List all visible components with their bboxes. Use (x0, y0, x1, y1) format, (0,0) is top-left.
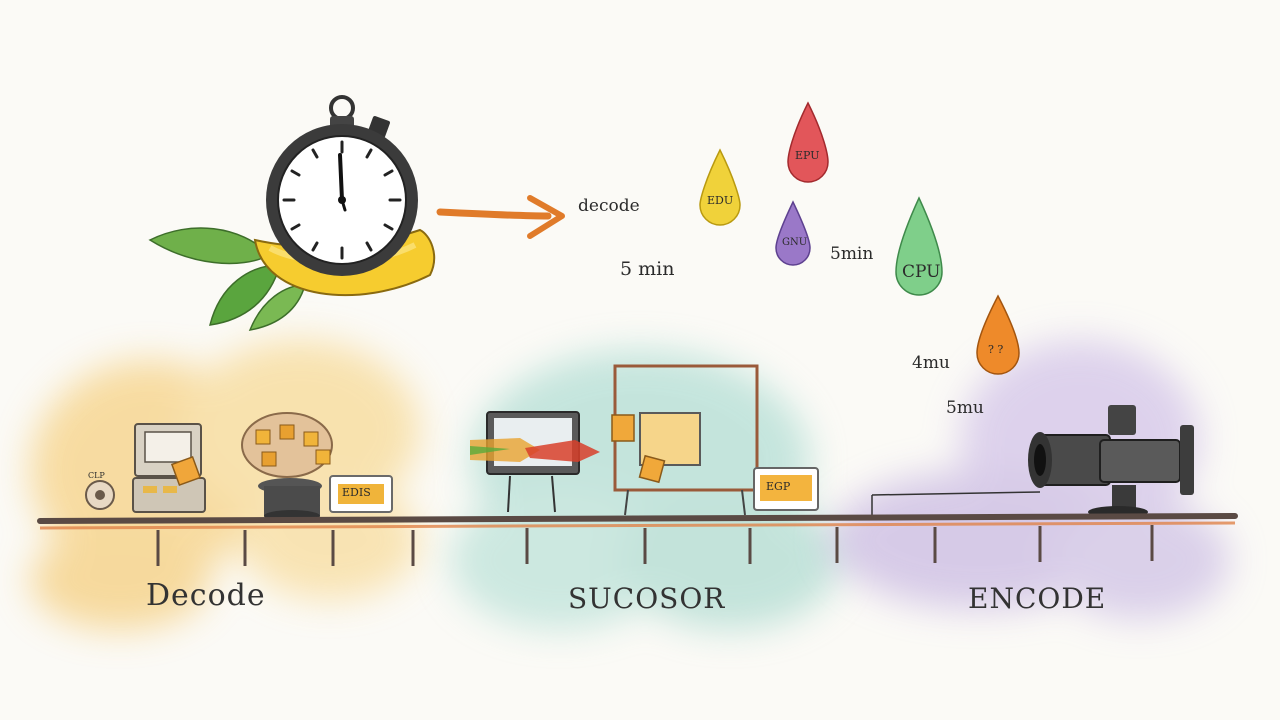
drop-label-red: EPU (795, 149, 820, 162)
drop-label-orange: ? ? (988, 343, 1004, 356)
small-badge-label: CLP (88, 471, 105, 480)
time-label-1: 5min (830, 244, 874, 264)
middle-screen-label: EGP (766, 480, 791, 493)
decode-box-label: EDIS (342, 486, 371, 499)
drop-label-green: CPU (902, 262, 941, 282)
conveyor-belt (37, 513, 1238, 566)
stopwatch-icon (266, 95, 418, 276)
time-label-left: 5 min (620, 258, 675, 280)
drop-red (787, 101, 829, 183)
middle-machines (470, 364, 819, 516)
decode-machines (85, 412, 393, 522)
time-label-2: 4mu (912, 353, 950, 373)
camera-lens-icon (871, 405, 1194, 518)
drop-label-purple: GNU (782, 237, 808, 248)
arrow-label: decode (578, 196, 640, 216)
drop-purple (775, 200, 811, 266)
stage-label-decode: Decode (146, 578, 266, 613)
stage-label-encode: ENCODE (968, 582, 1107, 615)
time-label-3: 5mu (946, 398, 984, 418)
drop-yellow (699, 148, 741, 226)
drop-green (895, 196, 943, 296)
stage-label-middle: SUCOSOR (568, 582, 726, 615)
drop-orange (976, 294, 1020, 375)
drop-label-yellow: EDU (707, 194, 734, 207)
arrow-icon (436, 195, 565, 239)
